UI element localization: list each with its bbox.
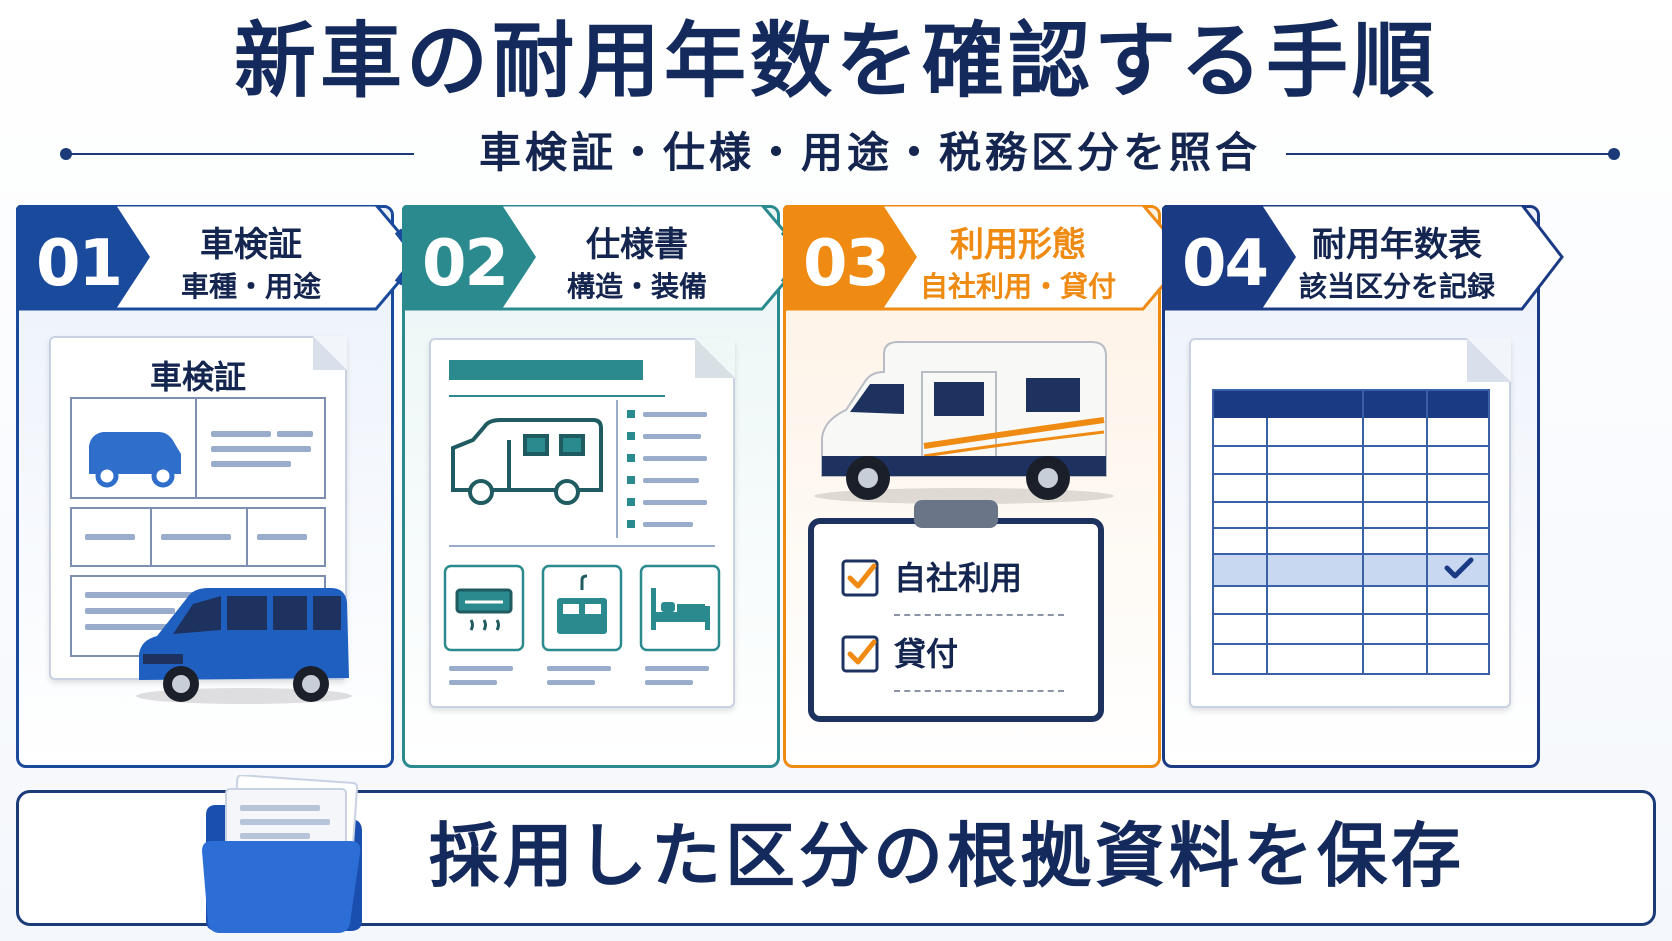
car-silhouette-icon (89, 432, 181, 488)
step-card-02: 02 仕様書 構造・装備 (402, 205, 808, 768)
page-fold-corner (1467, 338, 1511, 382)
step-title: 車検証 (200, 225, 302, 265)
checkbox-checked-icon (841, 559, 879, 597)
step-card-03: 03 利用形態 自社利用・貸付 自社利用 (783, 205, 1189, 768)
step-header-shape (16, 205, 422, 311)
check-label-lease: 貸付 (894, 635, 959, 673)
page-fold-corner (313, 336, 347, 370)
step-header-01: 01 車検証 車種・用途 (16, 205, 426, 323)
clipboard-clip (914, 500, 998, 528)
step-number: 04 (1182, 227, 1269, 301)
useful-life-table-document (1189, 338, 1511, 708)
step-card-01: 01 車検証 車種・用途 車検証 (16, 205, 422, 768)
step-header-02: 02 仕様書 構造・装備 (402, 205, 812, 323)
page-fold-corner (695, 338, 735, 378)
certificate-title: 車検証 (149, 358, 246, 396)
useful-life-table (1212, 389, 1490, 675)
step-number: 02 (422, 227, 509, 301)
step-card-04: 04 耐用年数表 該当区分を記録 (1162, 205, 1564, 768)
bottom-banner-text: 採用した区分の根拠資料を保存 (429, 815, 1465, 897)
subtitle-line-right (1286, 153, 1616, 155)
blue-van-icon (136, 588, 352, 704)
specification-document (429, 338, 735, 708)
step-subtitle: 自社利用・貸付 (919, 270, 1116, 303)
step-subtitle: 車種・用途 (180, 270, 321, 303)
subtitle: 車検証・仕様・用途・税務区分を照合 (478, 128, 1261, 177)
subtitle-row: 車検証・仕様・用途・税務区分を照合 (60, 128, 1620, 178)
folder-icon (202, 775, 362, 933)
white-camper-icon (814, 341, 1114, 504)
step-header-shape (1162, 205, 1564, 311)
step-header-03: 03 利用形態 自社利用・貸付 (783, 205, 1193, 323)
clipboard: 自社利用 貸付 (808, 500, 1104, 722)
step-title: 耐用年数表 (1312, 225, 1482, 265)
camper-outline-icon (451, 418, 603, 505)
checkbox-checked-icon (841, 635, 879, 673)
step-number: 03 (803, 227, 890, 301)
subtitle-line-left (64, 153, 414, 155)
dashed-divider (894, 690, 1064, 692)
dashed-divider (894, 614, 1064, 616)
step-header-04: 04 耐用年数表 該当区分を記録 (1162, 205, 1572, 323)
subtitle-dot-right (1608, 148, 1620, 160)
step-subtitle: 構造・装備 (566, 270, 707, 303)
air-conditioner-icon (455, 588, 513, 631)
step-title: 利用形態 (950, 225, 1086, 265)
page-title: 新車の耐用年数を確認する手順 (233, 14, 1438, 109)
step-number: 01 (36, 227, 123, 301)
check-mark-icon (1444, 557, 1474, 579)
check-label-in-house: 自社利用 (894, 559, 1023, 597)
step-subtitle: 該当区分を記録 (1298, 270, 1495, 303)
kitchen-icon (557, 574, 607, 634)
step-title: 仕様書 (586, 225, 688, 265)
spec-sheet-contents (443, 360, 721, 685)
bed-icon (651, 588, 710, 630)
